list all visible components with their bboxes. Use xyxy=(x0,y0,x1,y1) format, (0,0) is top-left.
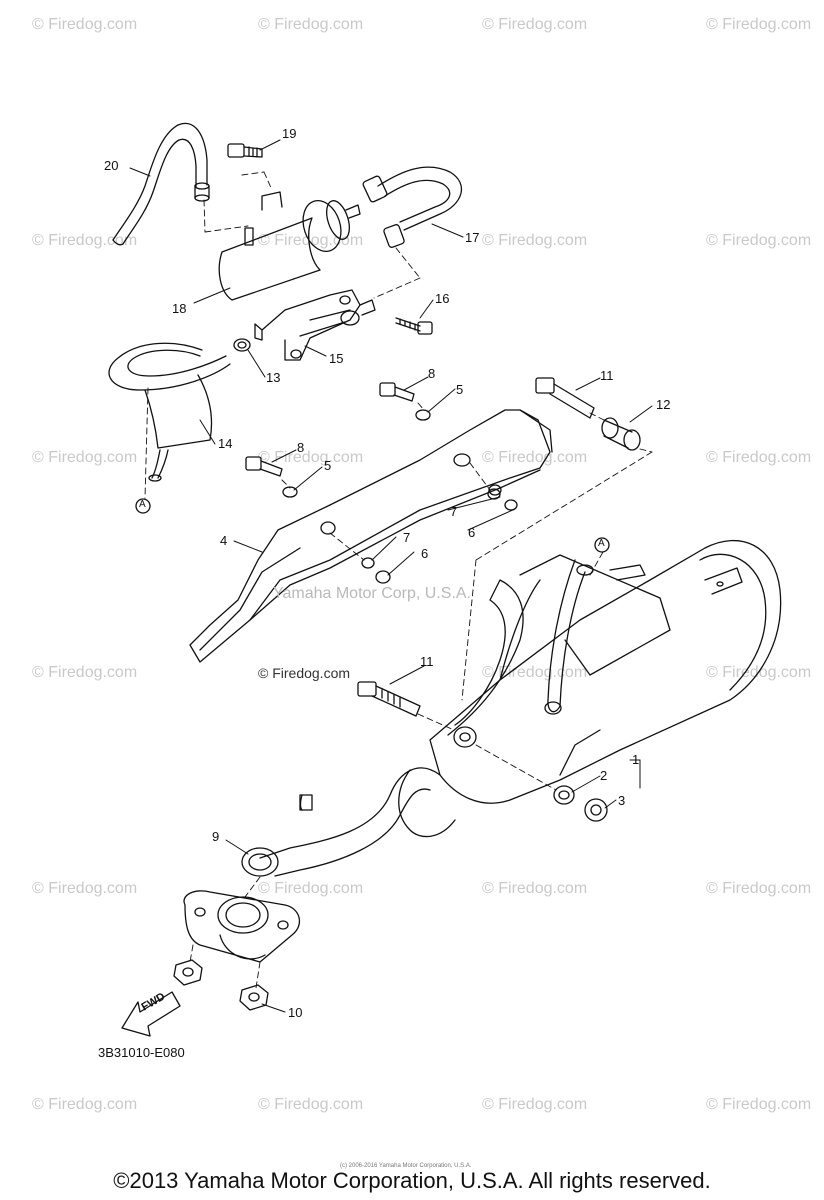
heat-shield-4 xyxy=(190,410,552,662)
callout-17: 17 xyxy=(465,230,480,245)
callout-6-right: 6 xyxy=(468,525,476,540)
watermark: © Firedog.com xyxy=(32,664,138,681)
leader-lines xyxy=(130,140,652,1012)
ref-mark-a-right-label: A xyxy=(598,538,605,549)
watermark: © Firedog.com xyxy=(258,1096,364,1113)
washer-5-upper xyxy=(416,410,430,420)
clamp-13 xyxy=(234,339,250,351)
callout-8-lower: 8 xyxy=(297,440,305,455)
callout-1: 1 xyxy=(632,752,640,767)
watermark: © Firedog.com xyxy=(258,16,364,33)
watermark: © Firedog.com xyxy=(32,16,138,33)
callout-10: 10 xyxy=(288,1005,303,1020)
spacer-6-right xyxy=(505,500,517,510)
watermark: © Firedog.com xyxy=(258,880,364,897)
canister-18 xyxy=(219,192,360,300)
hose-17 xyxy=(362,167,461,248)
washer-5-lower xyxy=(283,487,297,497)
watermark: © Firedog.com xyxy=(482,664,588,681)
spacer-6-left xyxy=(376,571,390,583)
callout-6-left: 6 xyxy=(421,546,429,561)
footer-small-copyright: (c) 2006-2016 Yamaha Motor Corporation, … xyxy=(340,1163,472,1169)
callout-5-lower: 5 xyxy=(324,458,332,473)
watermark: © Firedog.com xyxy=(482,880,588,897)
spacer-12 xyxy=(602,418,640,450)
callout-18: 18 xyxy=(172,301,187,316)
callout-5-upper: 5 xyxy=(456,382,464,397)
hose-20 xyxy=(113,123,209,244)
callout-12: 12 xyxy=(656,397,671,412)
fwd-arrow-icon xyxy=(122,992,180,1036)
footer-copyright: ©2013 Yamaha Motor Corporation, U.S.A. A… xyxy=(113,1168,711,1193)
collar-7-left xyxy=(362,558,374,568)
center-watermark: Yamaha Motor Corp, U.S.A. xyxy=(273,585,471,602)
watermark: © Firedog.com xyxy=(706,232,812,249)
watermark: © Firedog.com xyxy=(482,1096,588,1113)
callout-11-upper: 11 xyxy=(600,368,614,383)
bolt-19 xyxy=(228,144,262,157)
watermark: © Firedog.com xyxy=(706,1096,812,1113)
assembly-dash-lines xyxy=(145,172,652,988)
bracket-15 xyxy=(255,290,375,360)
bolt-11-lower xyxy=(358,682,420,716)
hose-14 xyxy=(109,343,230,481)
watermark: © Firedog.com xyxy=(706,16,812,33)
callout-7-left: 7 xyxy=(403,530,411,545)
bolt-8-lower xyxy=(246,457,282,476)
ref-mark-a-right xyxy=(595,538,609,552)
ref-mark-a-left xyxy=(136,499,150,513)
callout-13: 13 xyxy=(266,370,281,385)
damper-2 xyxy=(554,786,574,804)
callout-3: 3 xyxy=(618,793,626,808)
diagram-code: 3B31010-E080 xyxy=(98,1045,185,1060)
callout-4: 4 xyxy=(220,533,228,548)
watermark: © Firedog.com xyxy=(482,232,588,249)
bolt-11-upper xyxy=(536,378,594,418)
callout-20: 20 xyxy=(104,158,119,173)
callout-19: 19 xyxy=(282,126,297,141)
nut-10-left xyxy=(174,960,202,985)
watermark: © Firedog.com xyxy=(706,880,812,897)
callout-8-upper: 8 xyxy=(428,366,436,381)
watermark: © Firedog.com xyxy=(482,449,588,466)
watermark: © Firedog.com xyxy=(32,1096,138,1113)
watermark: © Firedog.com xyxy=(32,880,138,897)
gasket-9 xyxy=(242,848,278,876)
collar-3 xyxy=(585,799,607,821)
watermark: © Firedog.com xyxy=(258,449,364,466)
callout-14: 14 xyxy=(218,436,233,451)
ref-mark-a-left-label: A xyxy=(139,499,146,510)
bolt-8-upper xyxy=(380,383,414,401)
bolt-16 xyxy=(396,318,432,334)
callout-9: 9 xyxy=(212,829,220,844)
callout-7-right: 7 xyxy=(450,504,458,519)
callout-15: 15 xyxy=(329,351,344,366)
muffler-1 xyxy=(260,541,781,876)
watermark: © Firedog.com xyxy=(32,449,138,466)
watermark: © Firedog.com xyxy=(482,16,588,33)
exhaust-flange xyxy=(184,891,299,962)
nut-10-right xyxy=(240,985,268,1010)
watermark: © Firedog.com xyxy=(706,449,812,466)
callout-16: 16 xyxy=(435,291,450,306)
mid-watermark: © Firedog.com xyxy=(258,665,351,681)
watermark: © Firedog.com xyxy=(32,232,138,249)
callout-2: 2 xyxy=(600,768,608,783)
callout-11-lower: 11 xyxy=(420,654,434,669)
